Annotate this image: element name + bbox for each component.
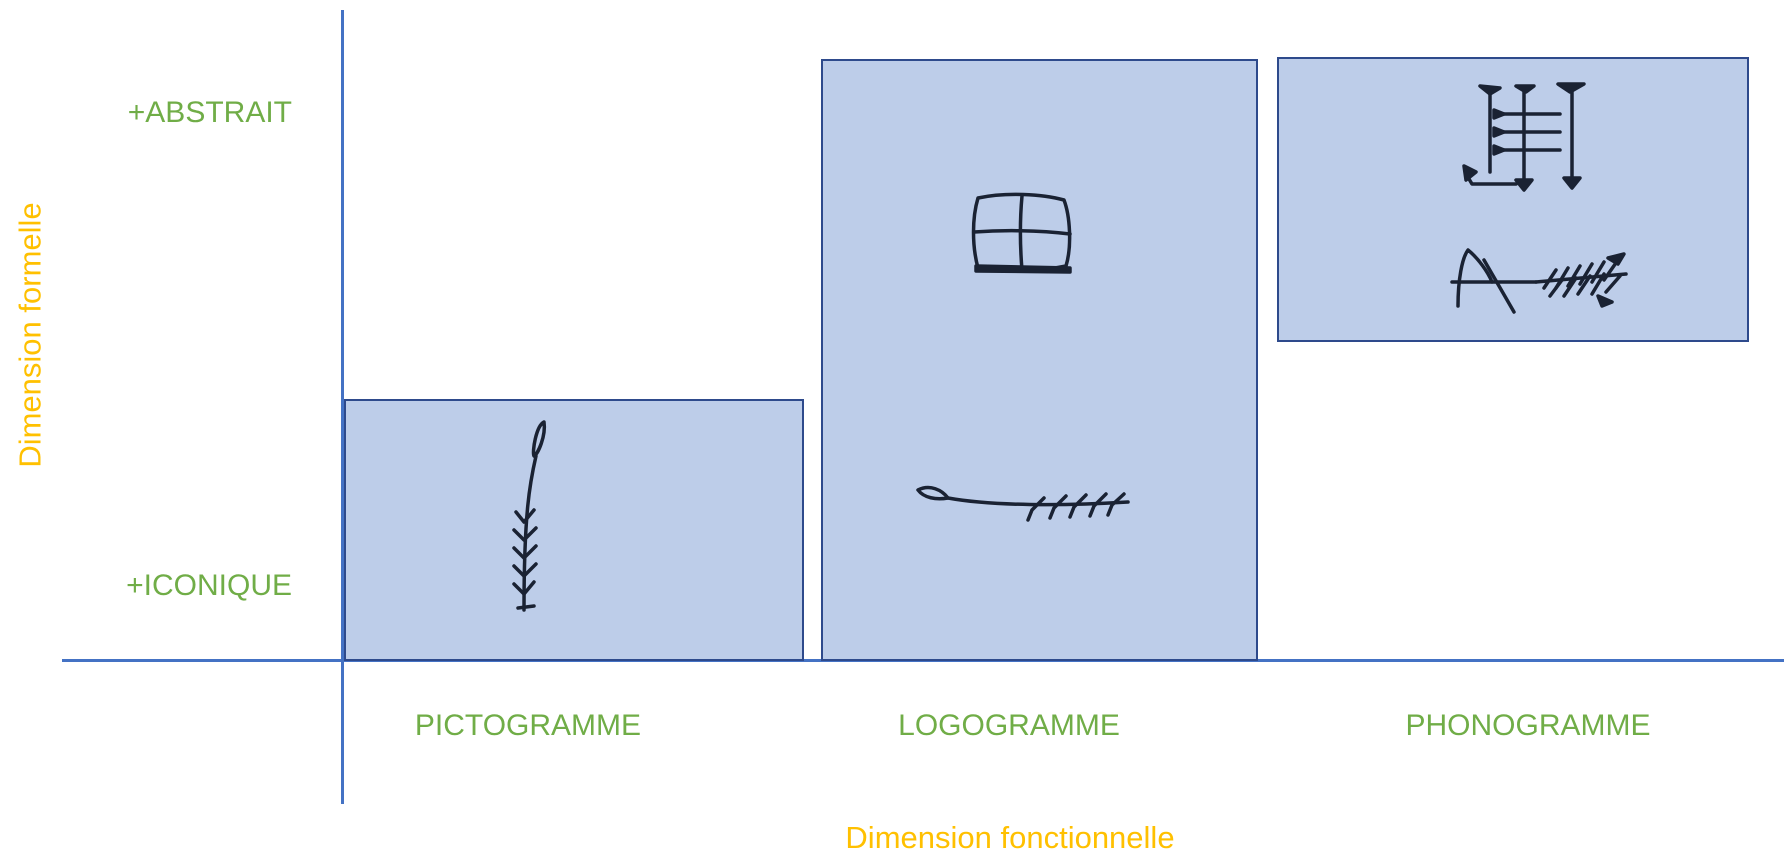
y-axis-line [341,10,344,804]
pictogramme-box [344,399,804,661]
category-label-logogramme: LOGOGRAMME [898,709,1120,742]
cuneiform-sign-icon [1462,82,1586,192]
quartered-circle-sign-icon [971,192,1072,274]
phonogramme-box [1277,57,1749,342]
logogramme-box [821,59,1258,661]
y-tick-abstrait: +ABSTRAIT [127,96,292,129]
category-label-phonogramme: PHONOGRAMME [1405,709,1651,742]
x-axis-title: Dimension fonctionnelle [845,820,1175,855]
y-tick-iconique: +ICONIQUE [126,569,292,602]
ear-of-barley-phonetic-sign-icon [1450,248,1628,314]
y-axis-title: Dimension formelle [12,202,48,468]
ear-of-barley-vertical-pictogram-icon [512,420,547,612]
ear-of-barley-horizontal-sign-icon [916,485,1130,522]
category-label-pictogramme: PICTOGRAMME [414,709,642,742]
